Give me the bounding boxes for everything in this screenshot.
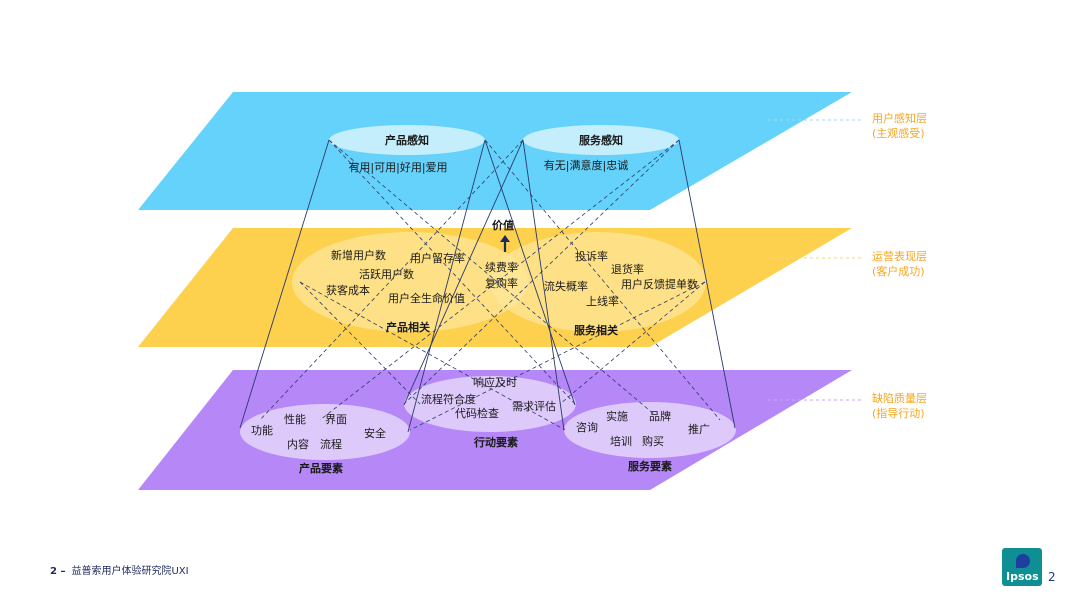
element-promotion: 推广 — [688, 422, 710, 436]
ipsos-logo: Ipsos — [1002, 548, 1042, 586]
defect-side-label: 缺陷质量层 — [872, 391, 927, 405]
element-security: 安全 — [364, 426, 386, 440]
action-process-compliance: 流程符合度 — [421, 392, 476, 406]
perception-side-label: 用户感知层 — [872, 111, 927, 125]
product-elements-label: 产品要素 — [299, 461, 343, 475]
element-brand: 品牌 — [649, 409, 671, 423]
dashed-connectors — [259, 139, 721, 431]
service-elements-label: 服务要素 — [628, 459, 672, 473]
metric-active-users: 活跃用户数 — [359, 267, 414, 281]
operation-side-sublabel: (客户成功) — [872, 264, 925, 278]
product-related-ellipse — [292, 232, 528, 332]
service-elements-ellipse — [564, 402, 736, 458]
perception-side-sublabel: (主观感受) — [872, 127, 925, 140]
page-number: 2 — [1048, 570, 1056, 584]
footer-org-name: 益普索用户体验研究院UXI — [71, 566, 189, 577]
metric-feedback-tickets: 用户反馈提单数 — [621, 277, 698, 291]
footer: 2 – 益普索用户体验研究院UXI — [50, 562, 189, 577]
perception-layer-plane — [138, 92, 852, 210]
action-code-review: 代码检查 — [455, 406, 499, 420]
metric-acquisition-cost: 获客成本 — [326, 283, 370, 297]
logo-text: Ipsos — [1006, 570, 1039, 583]
value-label: 价值 — [492, 218, 514, 232]
action-response-time: 响应及时 — [473, 375, 517, 389]
service-perception-ellipse — [523, 125, 679, 155]
metric-launch-rate: 上线率 — [586, 294, 619, 308]
element-purchase: 购买 — [642, 434, 664, 448]
up-arrow-icon — [500, 235, 510, 252]
product-related-label: 产品相关 — [386, 320, 430, 334]
action-elements-ellipse — [404, 376, 576, 432]
metric-return-rate: 退货率 — [611, 262, 644, 276]
metric-new-users: 新增用户数 — [331, 248, 386, 262]
metric-retention: 用户留存率 — [410, 251, 465, 265]
defect-side-sublabel: (指导行动) — [872, 406, 925, 420]
metric-renewal-rate: 续费率 — [485, 260, 518, 274]
footer-page-prefix: 2 – — [50, 566, 66, 577]
action-elements-label: 行动要素 — [473, 435, 518, 449]
element-interface: 界面 — [325, 413, 347, 426]
logo-mark-icon — [1016, 554, 1030, 568]
product-elements-ellipse — [240, 404, 410, 460]
service-related-ellipse — [490, 232, 706, 332]
product-perception-ellipse — [329, 125, 485, 155]
service-related-label: 服务相关 — [574, 323, 618, 337]
action-requirement-assessment: 需求评估 — [512, 400, 556, 413]
element-performance: 性能 — [284, 412, 306, 426]
element-function: 功能 — [251, 423, 273, 437]
service-perception-subtitle: 有无|满意度|忠诚 — [544, 158, 628, 172]
element-content: 内容 — [287, 437, 309, 451]
metric-lifetime-value: 用户全生命价值 — [388, 291, 465, 305]
metric-complaint-rate: 投诉率 — [575, 249, 608, 263]
product-perception-title: 产品感知 — [385, 133, 429, 147]
operation-side-label: 运营表现层 — [872, 249, 927, 263]
metric-churn-probability: 流失概率 — [544, 279, 588, 293]
element-training: 培训 — [610, 434, 632, 448]
service-perception-title: 服务感知 — [579, 133, 623, 147]
element-implementation: 实施 — [606, 409, 628, 423]
solid-connectors — [239, 139, 736, 433]
element-consulting: 咨询 — [576, 420, 598, 434]
metric-repurchase-rate: 复购率 — [485, 276, 518, 290]
element-process: 流程 — [320, 437, 342, 451]
product-perception-subtitle: 有用|可用|好用|爱用 — [348, 160, 447, 174]
